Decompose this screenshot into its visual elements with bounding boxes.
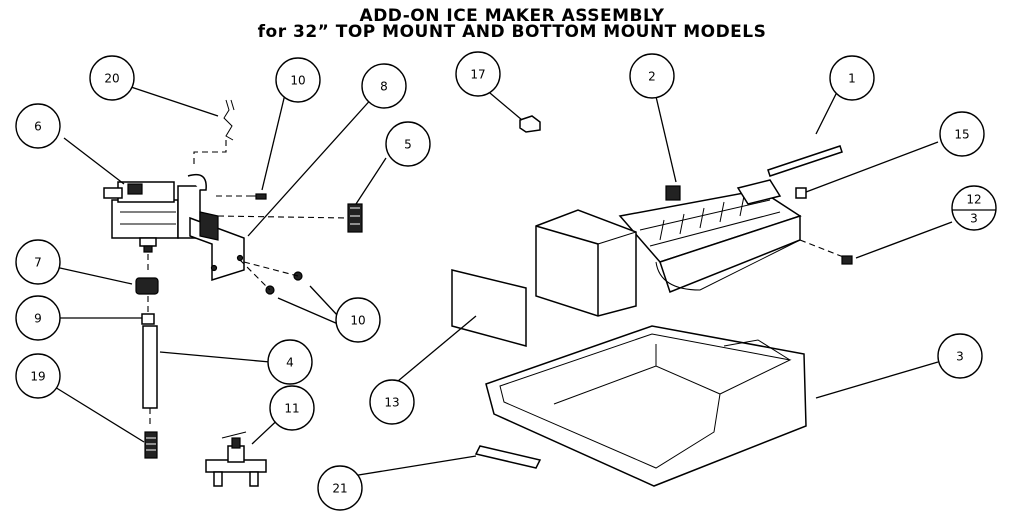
callout-11: 11 bbox=[269, 385, 315, 431]
callout-10-lower: 10 bbox=[335, 297, 381, 343]
part-13-panel bbox=[451, 269, 527, 347]
svg-text:20: 20 bbox=[104, 72, 119, 86]
svg-text:3: 3 bbox=[970, 212, 978, 226]
callout-10-upper: 10 bbox=[275, 57, 321, 103]
diagram-title-line-2: for 32” TOP MOUNT AND BOTTOM MOUNT MODEL… bbox=[257, 22, 767, 42]
callout-19: 19 bbox=[15, 353, 61, 399]
svg-text:17: 17 bbox=[470, 68, 485, 82]
svg-text:21: 21 bbox=[332, 482, 347, 496]
svg-text:7: 7 bbox=[34, 256, 42, 270]
callout-2: 2 bbox=[629, 53, 675, 99]
part-12-screw bbox=[841, 255, 853, 265]
callout-5: 5 bbox=[385, 121, 431, 167]
part-1-rod bbox=[767, 145, 843, 177]
callout-21: 21 bbox=[317, 465, 363, 511]
part-8-bracket bbox=[189, 211, 245, 282]
part-9-ferrule bbox=[141, 313, 155, 325]
callout-7: 7 bbox=[15, 239, 61, 285]
callout-4: 4 bbox=[267, 339, 313, 385]
part-21-strip bbox=[474, 445, 542, 469]
callout-1: 1 bbox=[829, 55, 875, 101]
svg-text:10: 10 bbox=[290, 74, 305, 88]
callout-13: 13 bbox=[369, 379, 415, 425]
part-17-clip bbox=[519, 115, 541, 133]
svg-text:2: 2 bbox=[648, 70, 656, 84]
part-2-ice-maker-module bbox=[535, 179, 802, 317]
callout-9: 9 bbox=[15, 295, 61, 341]
part-19-spring bbox=[144, 431, 158, 459]
svg-text:15: 15 bbox=[954, 128, 969, 142]
svg-text:3: 3 bbox=[956, 350, 964, 364]
svg-text:9: 9 bbox=[34, 312, 42, 326]
svg-text:11: 11 bbox=[284, 402, 299, 416]
callout-20: 20 bbox=[89, 55, 135, 101]
svg-text:4: 4 bbox=[286, 356, 294, 370]
svg-text:13: 13 bbox=[384, 396, 399, 410]
callout-17: 17 bbox=[455, 51, 501, 97]
diagram-title-line-1: ADD-ON ICE MAKER ASSEMBLY bbox=[359, 6, 665, 26]
svg-text:19: 19 bbox=[30, 370, 45, 384]
part-6-water-valve bbox=[103, 173, 207, 253]
svg-text:10: 10 bbox=[350, 314, 365, 328]
part-4-water-tube bbox=[142, 325, 158, 409]
part-15-small-fitting bbox=[795, 187, 807, 199]
part-10-screw-upper bbox=[250, 193, 267, 200]
callout-15: 15 bbox=[939, 111, 985, 157]
part-3-ice-bin bbox=[485, 325, 807, 487]
part-5-fill-cup bbox=[347, 203, 363, 233]
svg-text:1: 1 bbox=[848, 72, 856, 86]
part-11-tee-fitting bbox=[205, 431, 267, 487]
callout-12-3: 12 3 bbox=[951, 185, 997, 231]
part-7-nut bbox=[135, 277, 159, 295]
svg-text:8: 8 bbox=[380, 80, 388, 94]
svg-text:5: 5 bbox=[404, 138, 412, 152]
svg-text:6: 6 bbox=[34, 120, 42, 134]
callout-6: 6 bbox=[15, 103, 61, 149]
part-20-wire-clip bbox=[223, 99, 235, 141]
callout-3-bin: 3 bbox=[937, 333, 983, 379]
svg-text:12: 12 bbox=[966, 193, 981, 207]
callout-8: 8 bbox=[361, 63, 407, 109]
